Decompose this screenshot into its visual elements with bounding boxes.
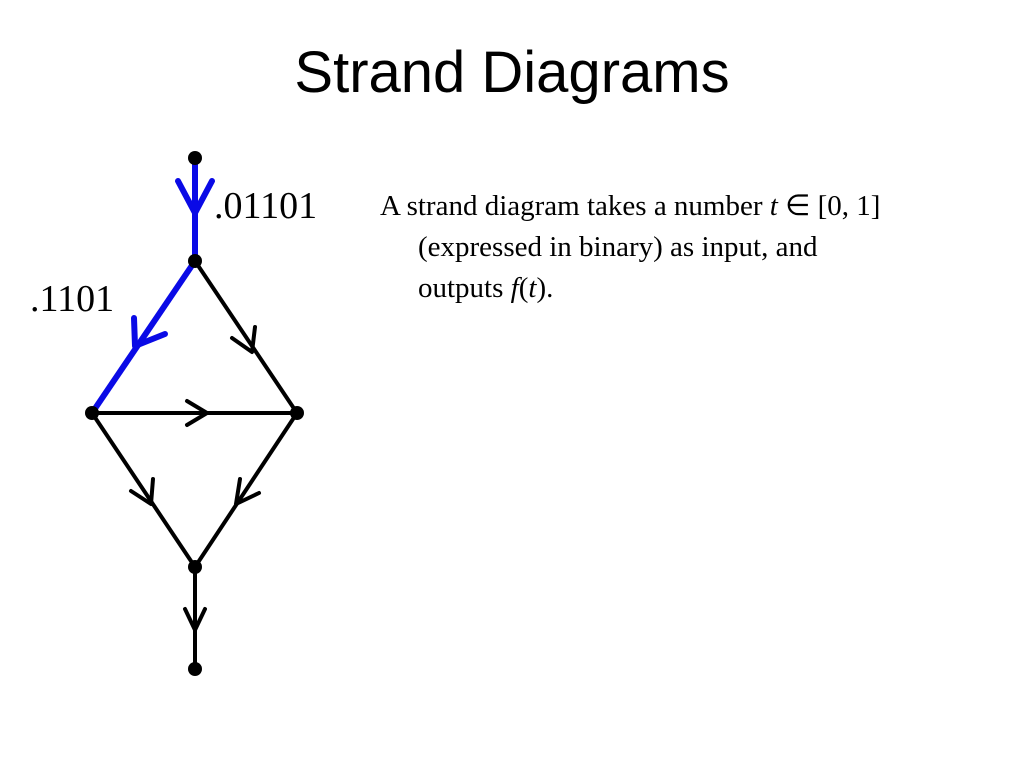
math-interval: t ∈ [0, 1] [770,190,881,222]
edge-bottom-left [90,411,197,569]
math-function: f(t). [511,272,554,304]
description-line-3-text: outputs [418,272,504,304]
description-line-1-text: A strand diagram takes a number [380,190,763,222]
math-var-t-output: t [528,272,537,304]
edge-label-left: .1101 [30,278,114,320]
arrow-icon-bottom-right [234,477,261,506]
description-line-3: outputs f(t). [380,268,980,309]
node-right [290,406,304,420]
arrow-icon-top-in-highlight [175,178,215,216]
description-line-1: A strand diagram takes a number t ∈ [0, … [380,186,980,227]
math-paren-open: ( [518,272,529,304]
description-text: A strand diagram takes a number t ∈ [0, … [380,186,980,309]
math-var-t: t [769,190,778,222]
arrow-icon-bottom-left [129,477,155,506]
node-output [188,662,202,676]
description-line-2: (expressed in binary) as input, and [418,231,818,263]
edge-bottom-right [193,411,299,569]
arrow-icon-middle [185,399,209,427]
edge-label-top: .01101 [214,185,317,227]
math-paren-close: ). [536,272,554,304]
math-func-f: f [510,272,519,304]
node-split-top [188,254,202,268]
arrow-icon-top-left-highlight [131,315,168,349]
math-interval-rest: ∈ [0, 1] [777,190,881,222]
node-input [188,151,202,165]
edge-top-right [193,259,299,415]
node-merge-bottom [188,560,202,574]
arrow-icon-bottom-out [183,607,207,632]
arrow-icon-top-right [230,325,257,354]
edge-top-left-highlight [89,259,198,415]
node-left [85,406,99,420]
slide-title: Strand Diagrams [294,40,730,105]
